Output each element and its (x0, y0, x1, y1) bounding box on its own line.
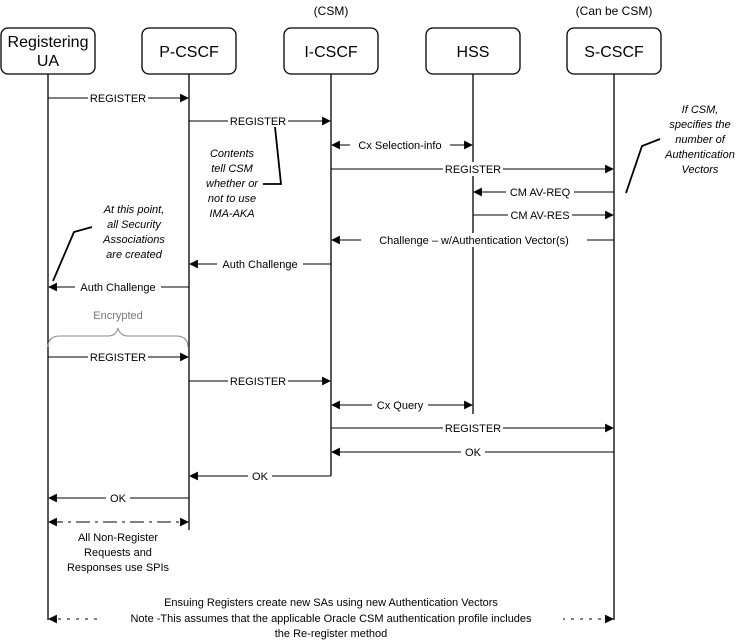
msg-label: REGISTER (90, 352, 146, 364)
msg-register-pcscf-icscf-2: REGISTER (189, 374, 331, 388)
security-note-line: are created (106, 249, 163, 261)
msg-label: CM AV-RES (510, 210, 569, 222)
msg-label: REGISTER (445, 164, 501, 176)
actor-pcscf-label: P-CSCF (159, 44, 219, 61)
icscf-csm-note: (CSM) (314, 4, 349, 18)
non-register-note: All Non-Register Requests and Responses … (67, 532, 170, 574)
actor-scscf-label: S-CSCF (584, 44, 644, 61)
actor-hss-label: HSS (457, 44, 490, 61)
footer-note-line2: the Re-register method (275, 628, 388, 640)
footer-note-line1: Note -This assumes that the applicable O… (130, 613, 532, 625)
msg-auth-challenge-pcscf-ua: Auth Challenge (48, 280, 189, 294)
msg-cx-selection-info: Cx Selection-info (331, 138, 473, 152)
msg-label: OK (252, 471, 269, 483)
msg-register-ua-pcscf-2: REGISTER (48, 350, 189, 364)
actor-icscf-label: I-CSCF (304, 44, 358, 61)
scscf-csm-note: (Can be CSM) (576, 4, 653, 18)
actor-ua-label-line1: Registering (8, 34, 89, 51)
msg-ok-scscf-icscf: OK (331, 445, 614, 459)
msg-label: OK (465, 447, 482, 459)
non-register-line: Requests and (84, 547, 152, 559)
csm-note: If CSM, specifies the number of Authenti… (625, 104, 735, 194)
security-note: At this point, all Security Associations… (52, 204, 165, 282)
actor-icscf: I-CSCF (283, 27, 379, 75)
security-note-line: all Security (107, 219, 162, 231)
msg-label: Auth Challenge (80, 282, 155, 294)
actor-ua-label-line2: UA (37, 53, 60, 70)
contents-note-line: tell CSM (211, 163, 253, 175)
msg-cm-av-req: CM AV-REQ (473, 185, 614, 199)
contents-note-line: IMA-AKA (209, 208, 254, 220)
actor-scscf: S-CSCF (566, 27, 662, 75)
msg-label: REGISTER (230, 376, 286, 388)
msg-cm-av-res: CM AV-RES (473, 208, 614, 222)
msg-label: REGISTER (90, 93, 146, 105)
security-note-line: Associations (102, 234, 165, 246)
security-note-line: At this point, (103, 204, 165, 216)
contents-note-line: whether or (206, 178, 259, 190)
csm-note-line: Vectors (682, 164, 719, 176)
msg-label: REGISTER (445, 423, 501, 435)
actor-hss: HSS (425, 27, 521, 75)
actor-registering-ua: Registering UA (0, 27, 96, 75)
contents-note-line: not to use (208, 193, 256, 205)
csm-note-line: specifies the (669, 119, 730, 131)
msg-ok-icscf-pcscf: OK (189, 469, 331, 483)
msg-label: Cx Query (377, 400, 424, 412)
msg-challenge: Challenge – w/Authentication Vector(s) (331, 233, 614, 247)
csm-note-line: number of (675, 134, 725, 146)
msg-register-pcscf-icscf: REGISTER (189, 114, 331, 128)
csm-note-line: Authentication (664, 149, 735, 161)
msg-label: Challenge – w/Authentication Vector(s) (379, 235, 569, 247)
ensuing-note: Ensuing Registers create new SAs using n… (164, 597, 498, 609)
msg-register-icscf-scscf-2: REGISTER (331, 421, 614, 435)
contents-note: Contents tell CSM whether or not to use … (206, 126, 282, 220)
msg-cx-query: Cx Query (331, 398, 473, 412)
msg-label: OK (110, 493, 127, 505)
msg-label: Auth Challenge (222, 259, 297, 271)
non-register-line: All Non-Register (78, 532, 158, 544)
non-register-line: Responses use SPIs (67, 562, 170, 574)
actor-pcscf: P-CSCF (141, 27, 237, 75)
encrypted-label: Encrypted (93, 310, 143, 322)
contents-note-line: Contents (210, 148, 255, 160)
msg-register-ua-pcscf: REGISTER (48, 91, 189, 105)
msg-label: Cx Selection-info (358, 140, 441, 152)
msg-ok-pcscf-ua: OK (48, 491, 189, 505)
msg-register-icscf-scscf: REGISTER (331, 162, 614, 176)
msg-label: REGISTER (230, 116, 286, 128)
encrypted-brace: Encrypted (47, 310, 189, 348)
msg-label: CM AV-REQ (510, 187, 571, 199)
csm-note-line: If CSM, (682, 104, 719, 116)
msg-auth-challenge-icscf-pcscf: Auth Challenge (189, 257, 331, 271)
